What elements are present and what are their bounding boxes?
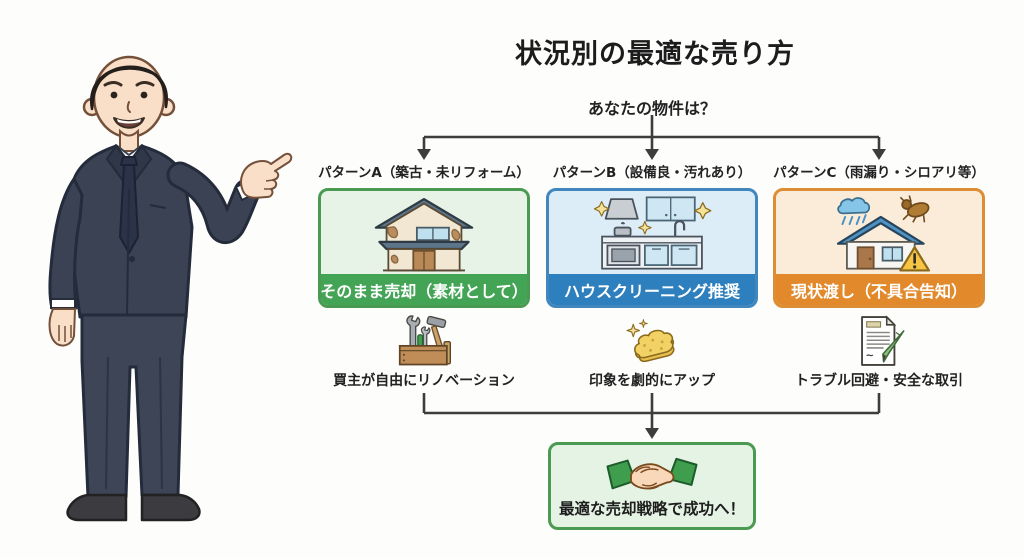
pattern-b-card: ハウスクリーニング推奨 [546,188,758,308]
sponge-icon [626,319,675,363]
damaged-house-icon [836,194,931,272]
bottom-connector-arrows [422,393,881,439]
contract-pen-icon [861,315,905,366]
businessman-illustration [48,55,293,522]
pattern-a-card-text: そのまま売却（素材として） [321,274,527,305]
pattern-c-benefit: トラブル回避・安全な取引 [795,373,963,389]
toolbox-icon [398,315,452,366]
old-house-icon [374,197,474,271]
pattern-c-card-text: 現状渡し（不具合告知） [776,274,982,305]
handshake-icon [606,457,698,490]
pattern-b-label: パターンB（設備良・汚れあり） [552,165,752,181]
clean-kitchen-icon [593,195,712,270]
pattern-b-card-text: ハウスクリーニング推奨 [549,274,755,305]
page-title: 状況別の最適な売り方 [515,39,795,70]
conclusion-card: 最適な売却戦略で成功へ！ [548,442,756,530]
pattern-c-card-art [776,191,982,274]
pattern-b-benefit: 印象を劇的にアップ [589,373,715,389]
pattern-a-card: そのまま売却（素材として） [318,188,530,308]
pattern-a-card-art [321,191,527,274]
conclusion-text: 最適な売却戦略で成功へ！ [558,500,745,518]
question-label: あなたの物件は？ [587,99,716,118]
top-connector-arrows [417,115,886,160]
pattern-c-card: 現状渡し（不具合告知） [773,188,985,308]
pattern-a-benefit: 買主が自由にリノベーション [333,373,515,389]
pattern-a-label: パターンA（築古・未リフォーム） [318,165,530,181]
pattern-c-label: パターンC（雨漏り・シロアリ等） [773,165,985,181]
pattern-b-card-art [549,191,755,274]
